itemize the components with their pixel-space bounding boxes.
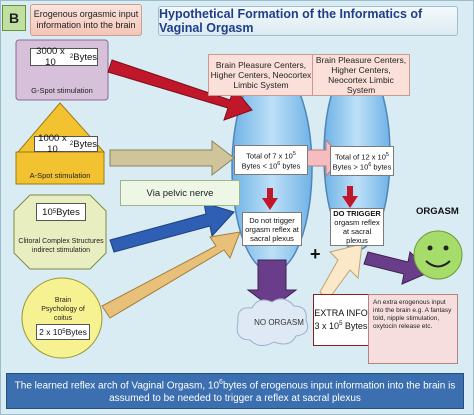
- g-spot-bytes-exp: 2: [69, 54, 74, 60]
- footer-caption: The learned reflex arch of Vaginal Orgas…: [6, 373, 464, 409]
- total-right-l1: Total of 12 x 10: [335, 152, 386, 161]
- no-orgasm-cloud: [236, 298, 309, 346]
- input-note: Erogenous orgasmic input information int…: [30, 4, 142, 36]
- panel-label: B: [2, 5, 26, 31]
- clitoral-bytes-base: 10: [42, 206, 53, 218]
- total-left-e2: 6: [277, 161, 281, 167]
- extra-info-exp: 5: [339, 321, 343, 327]
- total-right-l2: Bytes > 10: [332, 162, 369, 172]
- g-spot-bytes: 3000 x 10 2 Bytes: [30, 46, 98, 68]
- g-spot-caption: G-Spot stimulation: [31, 86, 93, 95]
- clitoral-caption: Clitoral Complex Structures indirect sti…: [18, 238, 104, 254]
- arrow-a-spot: [109, 139, 235, 177]
- diagram-title: Hypothetical Formation of the Informatic…: [158, 6, 458, 36]
- psychology-bytes-base: 2 x 10: [39, 327, 63, 337]
- a-spot-caption-bg: [15, 151, 105, 185]
- clitoral-bytes-exp: 5: [52, 209, 57, 215]
- reflex-right-text: orgasm reflex at sacral plexus: [334, 218, 380, 245]
- smiley-eye-right: [443, 245, 449, 251]
- extra-info-unit: Bytes: [342, 321, 368, 331]
- smiley-mouth: [425, 260, 451, 268]
- a-spot-caption: A-Spot stimulation: [29, 171, 91, 180]
- arrow-orgasm: [363, 250, 431, 285]
- brain-centers-right: Brain Pleasure Centers, Higher Centers, …: [312, 54, 410, 96]
- extra-note: An extra erogenous input into the brain …: [368, 294, 458, 364]
- arrow-down-left: [262, 188, 278, 210]
- arrow-clitoral: [109, 202, 235, 253]
- total-right-e2: 6: [368, 162, 372, 168]
- reflex-right-head: DO TRIGGER: [333, 209, 381, 218]
- reflex-left: Do not trigger orgasm reflex at sacral p…: [242, 212, 302, 246]
- total-left-e1: 5: [292, 150, 296, 157]
- a-spot-bytes-base: 1000 x 10: [38, 133, 67, 155]
- a-spot-bytes-unit: Bytes: [73, 138, 97, 150]
- a-spot-bytes-exp: 2: [69, 141, 74, 147]
- clitoral-bytes-unit: Bytes: [56, 206, 80, 218]
- arrow-extra: [319, 243, 363, 301]
- psychology-bytes-exp: 5: [62, 329, 66, 335]
- total-right-l3: bytes: [371, 162, 392, 172]
- footer-part1: The learned reflex arch of Vaginal Orgas…: [14, 380, 220, 392]
- orgasm-label: ORGASM: [416, 206, 459, 217]
- no-orgasm-label: NO ORGASM: [254, 318, 304, 327]
- g-spot-bytes-unit: Bytes: [73, 51, 97, 63]
- plus-sign: +: [310, 244, 321, 264]
- extra-info-base: 3 x 10: [314, 321, 340, 331]
- extra-info-head: EXTRA INFO: [314, 308, 368, 318]
- total-left-l3: bytes: [280, 161, 301, 171]
- extra-info-box: EXTRA INFO 3 x 105 Bytes: [313, 294, 369, 346]
- g-spot-bytes-base: 3000 x 10: [36, 46, 65, 68]
- smiley-eye-left: [427, 245, 433, 251]
- psychology-caption: Brain Psychology of coitus: [41, 297, 85, 322]
- total-left-l2: Bytes < 10: [241, 161, 278, 171]
- footer-part2: bytes of erogenous input information int…: [109, 380, 456, 404]
- total-right-e1: 5: [385, 151, 389, 158]
- arrow-down-right: [342, 186, 358, 208]
- pelvic-nerve-label: Via pelvic nerve: [120, 180, 240, 206]
- smiley-face: [413, 230, 463, 280]
- brain-centers-left: Brain Pleasure Centers, Higher Centers, …: [208, 54, 314, 96]
- footer-exp: 6: [219, 379, 223, 387]
- total-left-l1: Total of 7 x 10: [246, 151, 293, 160]
- arrow-psychology: [101, 231, 241, 319]
- psychology-bytes-unit: Bytes: [65, 327, 87, 337]
- arrow-g-spot: [107, 59, 253, 121]
